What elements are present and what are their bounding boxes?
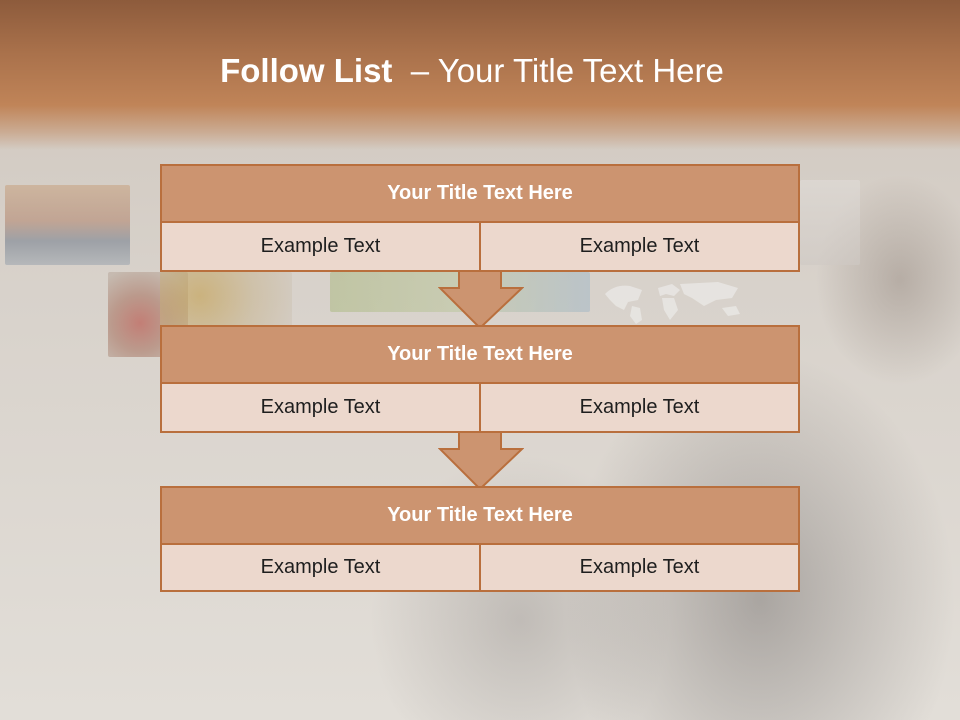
- page-title: Follow List – Your Title Text Here: [0, 52, 944, 90]
- list-block-1: Your Title Text Here Example Text Exampl…: [160, 164, 800, 272]
- block-row: Example Text Example Text: [162, 384, 798, 431]
- block-cell-right: Example Text: [479, 545, 798, 590]
- header-band: [0, 0, 960, 150]
- block-cell-right: Example Text: [479, 223, 798, 270]
- background-photo-tile: [160, 272, 292, 332]
- background-photo-tile: [800, 180, 860, 265]
- list-block-3: Your Title Text Here Example Text Exampl…: [160, 486, 800, 592]
- block-cell-right: Example Text: [479, 384, 798, 431]
- page-title-bold: Follow List: [220, 52, 393, 89]
- block-title: Your Title Text Here: [162, 166, 798, 223]
- block-row: Example Text Example Text: [162, 545, 798, 590]
- list-block-2: Your Title Text Here Example Text Exampl…: [160, 325, 800, 433]
- block-cell-left: Example Text: [260, 556, 381, 578]
- block-row: Example Text Example Text: [162, 223, 798, 270]
- down-arrow-icon: [438, 431, 524, 491]
- block-cell-left: Example Text: [260, 235, 381, 257]
- world-map-icon: [605, 282, 740, 324]
- block-title: Your Title Text Here: [162, 327, 798, 384]
- block-cell-left: Example Text: [260, 396, 381, 418]
- block-title: Your Title Text Here: [162, 488, 798, 545]
- down-arrow-icon: [438, 270, 524, 330]
- page-title-rest: – Your Title Text Here: [410, 52, 724, 89]
- background-photo-tile: [5, 185, 130, 265]
